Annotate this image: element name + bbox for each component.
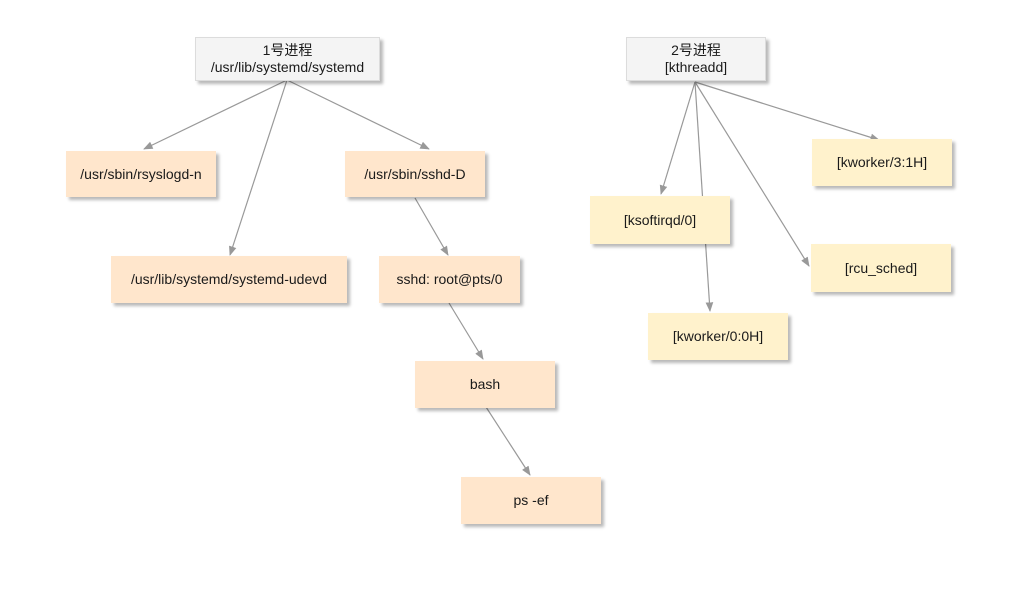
node-ksoftirqd-label: [ksoftirqd/0] <box>623 211 697 228</box>
node-systemd-udevd-label: /usr/lib/systemd/systemd-udevd <box>130 271 328 287</box>
node-process-2-title: 2号进程 <box>671 42 721 58</box>
node-kworker-3-1h: [kworker/3:1H] <box>812 139 952 186</box>
node-sshd: /usr/sbin/sshd-D <box>345 151 485 197</box>
edge-p1-udevd <box>229 79 288 256</box>
node-rcu-sched-label: [rcu_sched] <box>844 259 918 276</box>
node-rsyslogd: /usr/sbin/rsyslogd-n <box>66 151 216 197</box>
node-kworker-3-1h-label: [kworker/3:1H] <box>836 154 928 170</box>
node-ps-ef-label: ps -ef <box>513 492 549 508</box>
node-bash: bash <box>415 361 555 408</box>
edge-p2-ksoftirqd <box>659 81 696 195</box>
edge-sshd-session <box>414 197 449 256</box>
node-systemd-udevd: /usr/lib/systemd/systemd-udevd <box>111 256 347 303</box>
node-process-1: 1号进程 /usr/lib/systemd/systemd <box>195 37 380 81</box>
node-ps-ef: ps -ef <box>461 477 601 524</box>
edge-p1-sshd <box>286 79 430 150</box>
node-rsyslogd-label: /usr/sbin/rsyslogd-n <box>80 165 202 182</box>
node-process-1-path: /usr/lib/systemd/systemd <box>210 59 365 75</box>
edge-bash-ps <box>485 406 531 476</box>
edge-session-bash <box>448 302 484 360</box>
node-sshd-session: sshd: root@pts/0 <box>379 256 520 303</box>
node-ksoftirqd: [ksoftirqd/0] <box>590 196 730 244</box>
edge-p2-kworker31 <box>694 81 880 142</box>
node-process-2-name: [kthreadd] <box>664 59 728 75</box>
edge-p1-rsyslogd <box>143 79 288 150</box>
node-rcu-sched: [rcu_sched] <box>811 244 951 292</box>
node-kworker-0-0h: [kworker/0:0H] <box>648 313 788 360</box>
node-kworker-0-0h-label: [kworker/0:0H] <box>672 328 764 344</box>
node-process-2: 2号进程 [kthreadd] <box>626 37 766 81</box>
node-sshd-session-label: sshd: root@pts/0 <box>396 271 503 287</box>
node-sshd-label: /usr/sbin/sshd-D <box>364 165 466 182</box>
edge-p2-rcu <box>694 81 810 267</box>
node-process-1-title: 1号进程 <box>262 42 313 58</box>
node-bash-label: bash <box>469 376 501 392</box>
